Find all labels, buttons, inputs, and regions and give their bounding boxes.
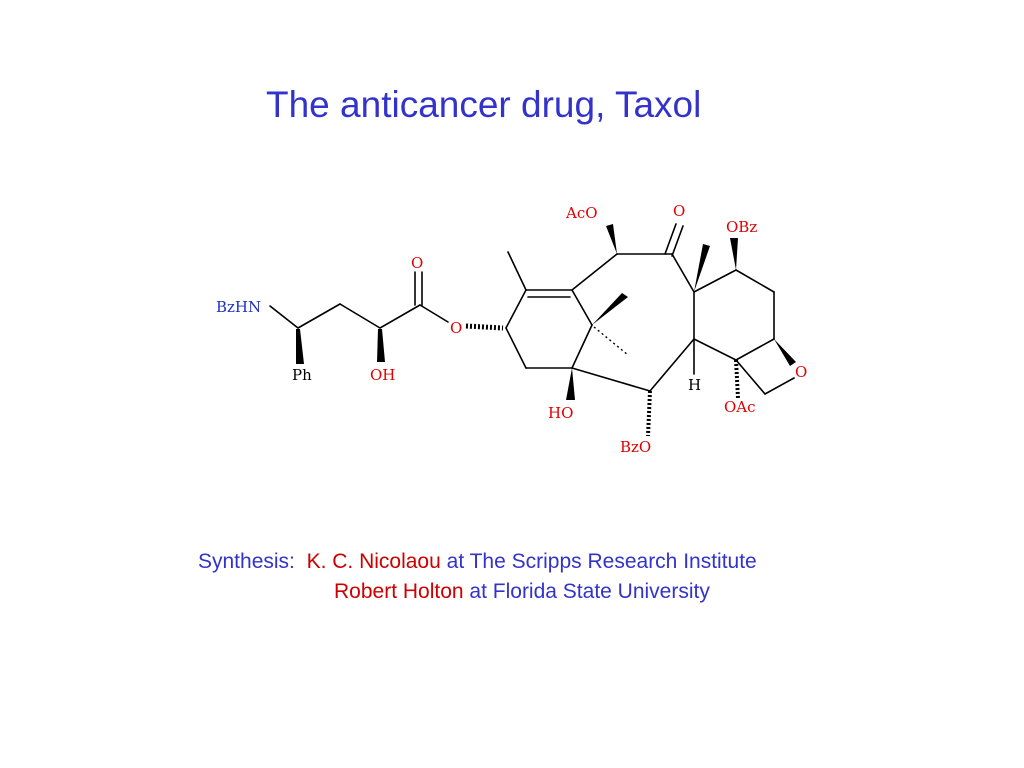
label-aco: AcO <box>565 204 598 222</box>
institution-scripps: at The Scripps Research Institute <box>446 550 757 573</box>
label-bzo: BzO <box>620 438 651 456</box>
label-oac: OAc <box>724 398 756 416</box>
label-ester-o: O <box>450 319 462 337</box>
label-h: H <box>688 376 701 394</box>
label-ph: Ph <box>292 366 312 384</box>
label-obz: OBz <box>726 218 757 236</box>
label-oh-chain: OH <box>370 366 395 384</box>
synthesis-label: Synthesis: <box>198 550 295 573</box>
person-nicolaou: K. C. Nicolaou <box>306 550 441 573</box>
label-bzhn: BzHN <box>216 298 261 316</box>
label-ketone-o: O <box>673 202 685 220</box>
atom-labels: BzHN Ph OH O O AcO O OBz O H OAc HO BzO <box>216 202 807 456</box>
hashed-bonds <box>465 323 740 437</box>
synthesis-credits: Synthesis: K. C. Nicolaou at The Scripps… <box>198 547 757 607</box>
bonds <box>269 223 795 395</box>
slide-title: The anticancer drug, Taxol <box>266 84 702 125</box>
institution-fsu: at Florida State University <box>469 580 710 603</box>
synthesis-row-1: Synthesis: K. C. Nicolaou at The Scripps… <box>198 547 757 577</box>
stereo-wedges <box>296 224 796 400</box>
synthesis-row-2: Robert Holton at Florida State Universit… <box>198 577 757 607</box>
label-oxetane-o: O <box>795 363 807 381</box>
person-holton: Robert Holton <box>334 580 464 603</box>
label-ho: HO <box>548 404 573 422</box>
label-carbonyl-o: O <box>411 254 423 272</box>
